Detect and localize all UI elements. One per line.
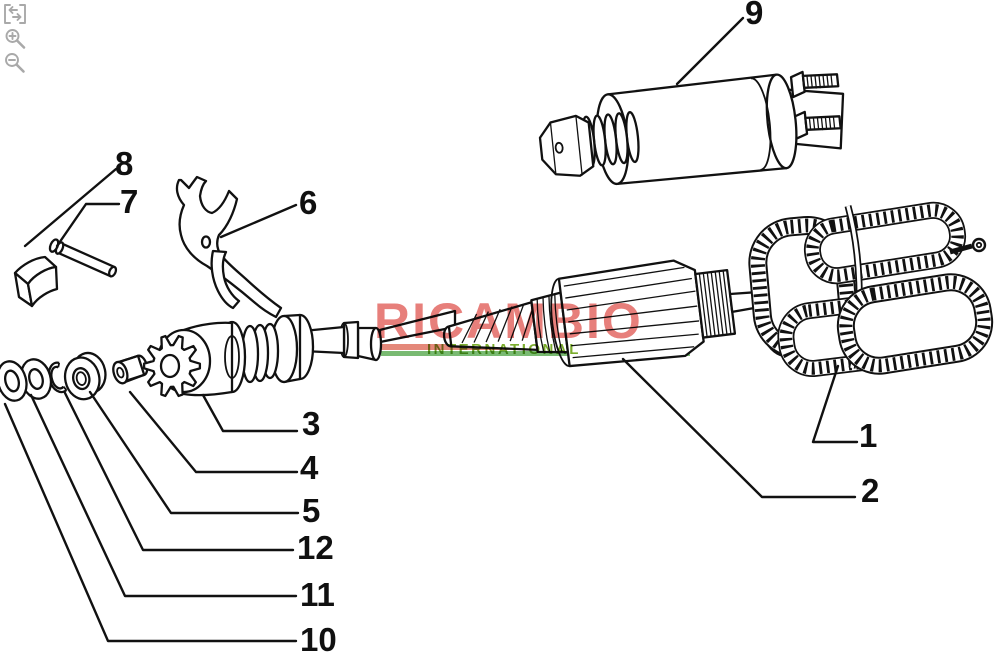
- part-6-fork: [175, 175, 283, 319]
- core-lamination-lines: [563, 266, 700, 359]
- leader-4: [128, 390, 299, 474]
- leader-11: [29, 393, 298, 598]
- callout-5: 5: [302, 492, 320, 529]
- callout-6: 6: [299, 184, 317, 221]
- part-9-solenoid: [538, 70, 845, 186]
- callout-7: 7: [120, 183, 138, 220]
- part-5-bushing: [63, 351, 107, 401]
- solenoid-stud-top: [789, 70, 840, 99]
- callout-12: 12: [297, 529, 334, 566]
- stator-coil-top: [803, 201, 967, 285]
- callout-10: 10: [300, 621, 337, 658]
- callout-3: 3: [302, 405, 320, 442]
- fit-width-icon[interactable]: [4, 4, 26, 24]
- leader-3: [201, 393, 299, 433]
- stator-coil-right: [836, 273, 994, 375]
- knurl-hatch: [698, 270, 732, 338]
- leader-8: [23, 167, 118, 248]
- callout-4: 4: [300, 449, 319, 486]
- solenoid-plunger: [538, 114, 595, 177]
- leader-5: [88, 390, 300, 515]
- zoom-in-icon[interactable]: [5, 29, 26, 49]
- leader-2: [621, 357, 857, 499]
- part-1-stator-cage: [748, 201, 994, 377]
- callout-1: 1: [859, 417, 877, 454]
- viewer-toolbar: [4, 4, 26, 73]
- stator-terminal-eyelet: [949, 237, 987, 255]
- callout-leaders: [3, 16, 859, 643]
- helical-spline-hatch: [461, 303, 534, 344]
- callout-2: 2: [861, 472, 879, 509]
- part-7-pin: [48, 238, 118, 278]
- leader-9: [675, 16, 745, 86]
- part-2-armature: [442, 259, 774, 368]
- callout-labels: 1 2 3 4 5 6 7 8 9 10 11 12: [115, 0, 879, 658]
- part-10-washer: [0, 360, 28, 402]
- zoom-out-icon[interactable]: [5, 53, 25, 73]
- watermark-subtitle: INTERNATIONAL: [427, 341, 581, 358]
- leader-10: [3, 402, 298, 643]
- callout-11: 11: [300, 576, 335, 613]
- commutator-hatch: [536, 294, 563, 353]
- callout-8: 8: [115, 145, 133, 182]
- callout-9: 9: [745, 0, 763, 31]
- leader-1: [811, 364, 859, 444]
- part-3-pinion-drive: [142, 309, 457, 398]
- watermark-title: RICAMBIO: [374, 293, 643, 349]
- leader-6: [219, 203, 298, 239]
- leader-12: [63, 391, 295, 552]
- watermark-underline-green: [381, 350, 690, 356]
- leader-7: [55, 202, 121, 248]
- part-8-wedge: [13, 255, 59, 308]
